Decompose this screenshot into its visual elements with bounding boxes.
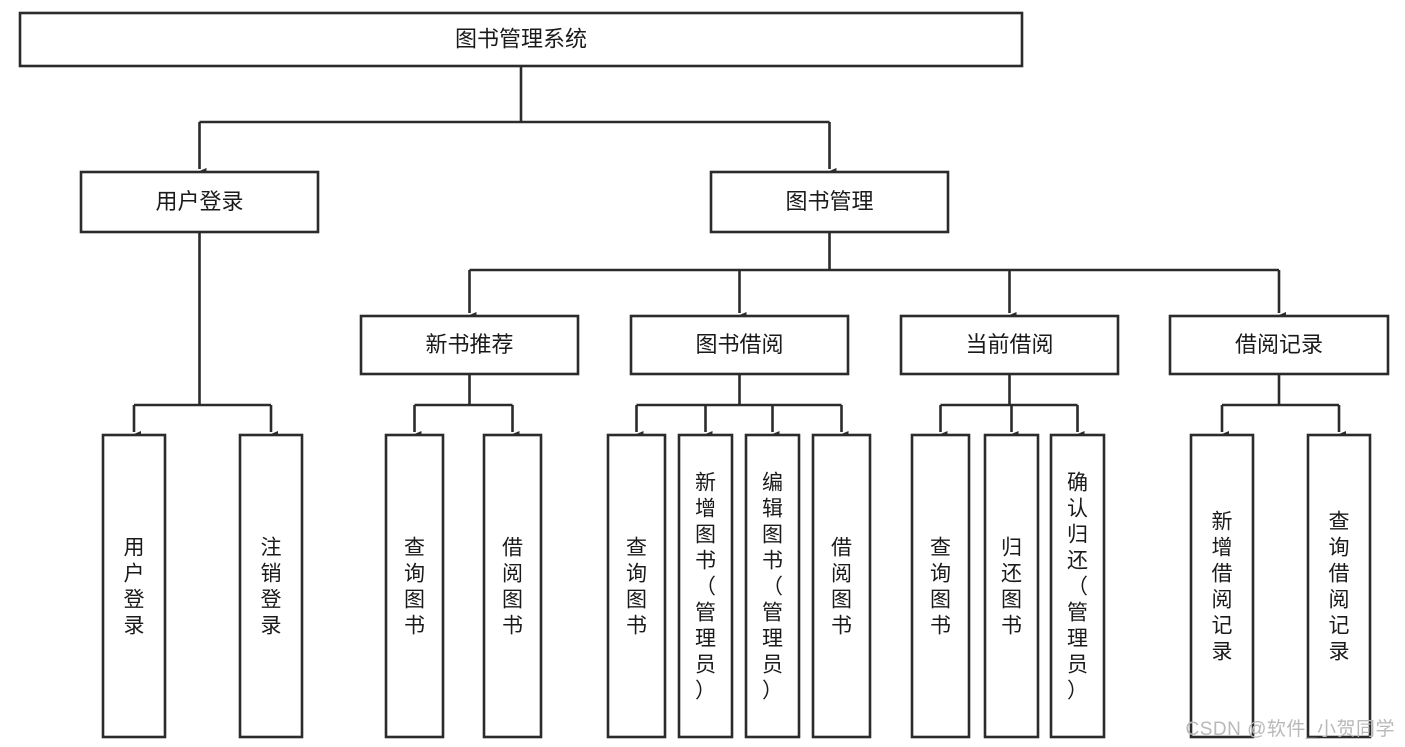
leaf-node-1[interactable]: 注销登录 [238,433,304,739]
leaf-node-10-rect [1049,433,1106,739]
leaf-node-10[interactable]: 确认归还（管理员） [1049,433,1106,739]
level3-node-2-rect [899,314,1120,376]
leaf-node-3-rect [482,433,543,739]
leaf-node-11-label: 新增借阅记录 [1212,510,1233,663]
leaf-node-12[interactable]: 查询借阅记录 [1306,433,1372,739]
node-boxes: 图书管理系统用户登录图书管理新书推荐图书借阅当前借阅借阅记录用户登录注销登录查询… [18,11,1390,739]
leaf-node-9-label: 归还图书 [1001,536,1022,637]
leaf-node-9-rect [983,433,1040,739]
leaf-node-0-rect [101,433,167,739]
level3-node-0-rect [359,314,580,376]
connector-lines [127,66,1346,443]
leaf-node-7-rect [811,433,872,739]
leaf-node-8-label: 查询图书 [930,536,951,637]
leaf-node-6[interactable]: 编辑图书（管理员） [744,433,801,739]
level2-node-0-label: 用户登录 [155,189,243,214]
root-node-book-management-system[interactable]: 图书管理系统 [18,11,1024,68]
level2-node-0-rect [79,170,320,234]
leaf-node-3[interactable]: 借阅图书 [482,433,543,739]
leaf-node-4-rect [606,433,667,739]
level2-node-0[interactable]: 用户登录 [79,170,320,234]
leaf-node-4-label: 查询图书 [626,536,647,637]
leaf-node-12-rect [1306,433,1372,739]
leaf-node-2[interactable]: 查询图书 [384,433,445,739]
level3-node-1-label: 图书借阅 [695,332,783,357]
level3-node-2-label: 当前借阅 [965,332,1053,357]
level3-node-0[interactable]: 新书推荐 [359,314,580,376]
leaf-node-6-label: 编辑图书（管理员） [762,471,783,702]
leaf-node-2-rect [384,433,445,739]
leaf-node-8-rect [910,433,971,739]
csdn-watermark: CSDN @软件_小贺同学 [1185,719,1395,740]
leaf-node-5-rect [677,433,734,739]
leaf-node-3-label: 借阅图书 [502,536,523,637]
leaf-node-7[interactable]: 借阅图书 [811,433,872,739]
leaf-node-0-label: 用户登录 [124,536,145,637]
level3-node-2[interactable]: 当前借阅 [899,314,1120,376]
leaf-node-7-label: 借阅图书 [831,536,852,637]
leaf-node-8[interactable]: 查询图书 [910,433,971,739]
level2-node-1-label: 图书管理 [785,189,873,214]
root-node-book-management-system-label: 图书管理系统 [455,26,587,51]
root-node-book-management-system-rect [18,11,1024,68]
level3-node-1[interactable]: 图书借阅 [629,314,850,376]
leaf-node-6-rect [744,433,801,739]
leaf-node-2-label: 查询图书 [404,536,425,637]
leaf-node-1-label: 注销登录 [261,536,282,637]
level3-node-0-label: 新书推荐 [425,332,513,357]
level3-node-3-label: 借阅记录 [1235,332,1323,357]
leaf-node-10-label: 确认归还（管理员） [1067,471,1088,702]
level3-node-1-rect [629,314,850,376]
level2-node-1-rect [709,170,950,234]
leaf-node-5-label: 新增图书（管理员） [695,471,716,702]
leaf-node-1-rect [238,433,304,739]
level2-node-1[interactable]: 图书管理 [709,170,950,234]
leaf-node-11-rect [1189,433,1255,739]
leaf-node-4[interactable]: 查询图书 [606,433,667,739]
leaf-node-11[interactable]: 新增借阅记录 [1189,433,1255,739]
leaf-node-9[interactable]: 归还图书 [983,433,1040,739]
leaf-node-0[interactable]: 用户登录 [101,433,167,739]
level3-node-3[interactable]: 借阅记录 [1168,314,1390,376]
level3-node-3-rect [1168,314,1390,376]
leaf-node-5[interactable]: 新增图书（管理员） [677,433,734,739]
leaf-node-12-label: 查询借阅记录 [1329,510,1350,663]
